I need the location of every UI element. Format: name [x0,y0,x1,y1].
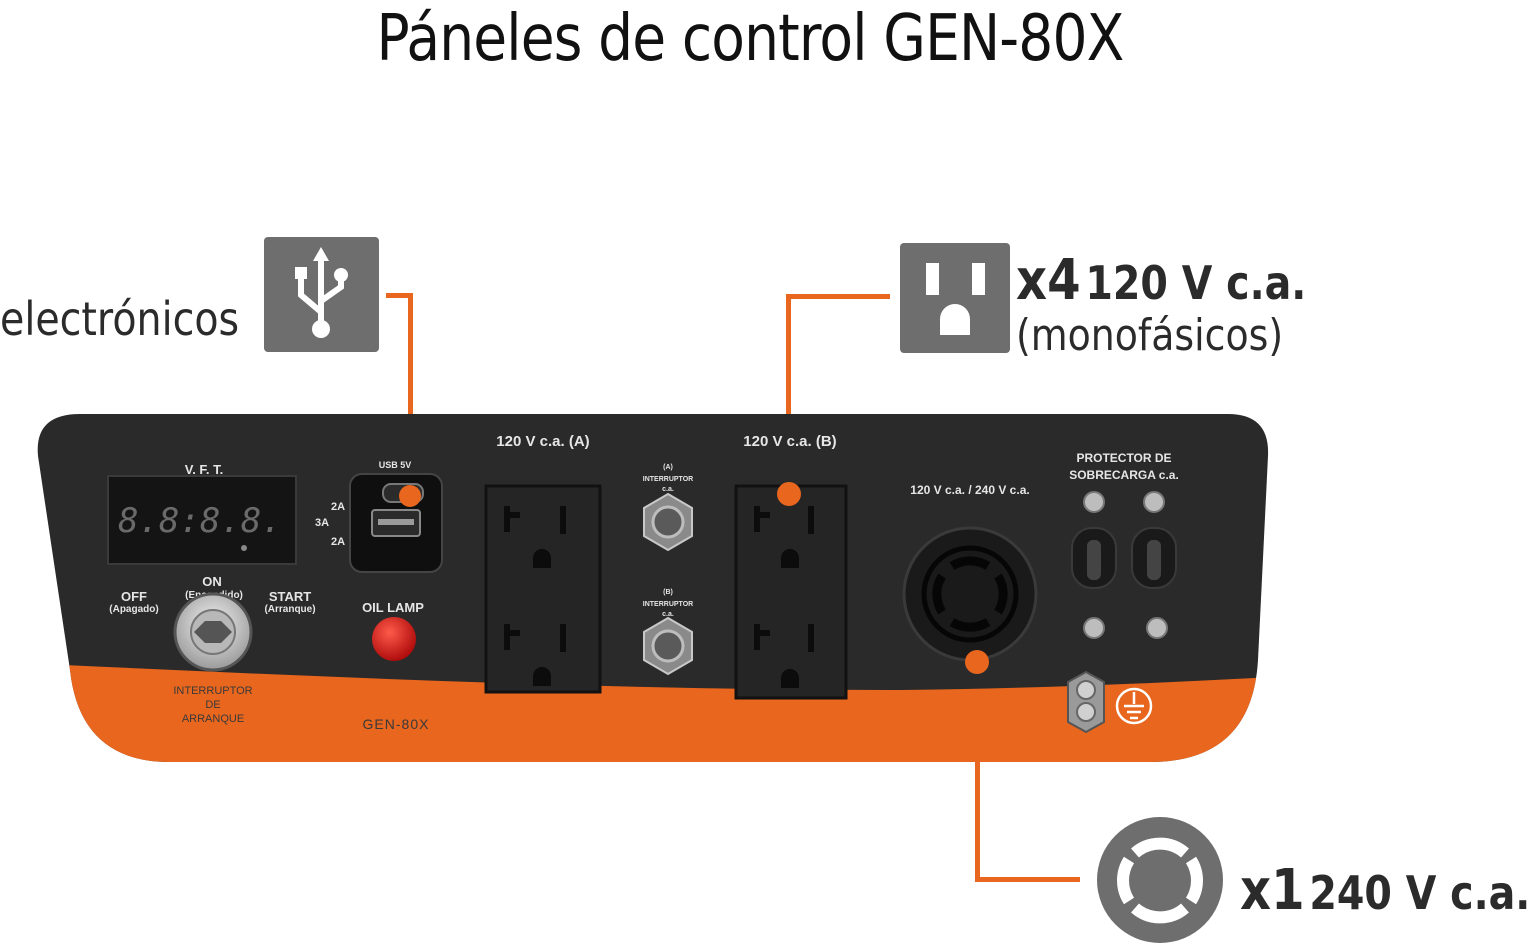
twistlock-connector-line [975,877,1080,882]
switch-off-label: OFF [121,589,147,604]
protector-screw [1083,491,1105,513]
page-title: Páneles de control GEN-80X [376,2,1125,76]
breaker-a-label-3: c.a. [662,486,674,493]
switch-off-sub: (Apagado) [109,604,158,615]
ground-terminal[interactable] [1067,670,1105,734]
usb-a-port-tongue [378,519,414,525]
ground-icon [1115,687,1153,725]
outlet-icon [900,243,1010,353]
outlet-a[interactable] [484,484,602,694]
protector-label-2: SOBRECARGA c.a. [1069,468,1179,482]
twistlock-count: x1 [1240,858,1305,923]
twistlock-panel-label: 120 V c.a. / 240 V c.a. [910,483,1029,497]
usb-port-2a-bottom: 2A [331,536,345,548]
twistlock-callout-dot [965,650,989,674]
oil-lamp-label: OIL LAMP [362,600,424,615]
protector-label-1: PROTECTOR DE [1076,451,1171,465]
vft-digits: 8.8:8.8. [118,501,282,541]
outlet-connector-line [786,294,791,494]
usb-port-3a: 3A [315,517,329,529]
usb-callout-text: electrónicos [0,292,240,346]
breaker-a-label-1: (A) [663,464,673,471]
outlet-b[interactable] [734,484,848,700]
usb-callout-dot [399,485,421,507]
control-panel: V. F. T. 8.8:8.8. USB 5V 2A 3A 2A ON (En… [37,414,1269,762]
twistlock-connector-line [975,660,980,882]
breaker-a-button[interactable] [643,492,693,552]
usb-icon [264,237,379,352]
breaker-b-label-2: INTERRUPTOR [643,601,693,608]
protector-screw [1083,617,1105,639]
usb-connector-line [408,293,413,493]
breaker-b-label-3: c.a. [662,611,674,618]
switch-label-1: INTERRUPTOR [173,685,252,697]
usb-port-2a-top: 2A [331,501,345,513]
model-label: GEN-80X [363,716,430,732]
outlet-callout: x4 120 V c.a. [1016,248,1306,313]
breaker-b-label-1: (B) [663,589,673,596]
switch-start-label: START [269,589,311,604]
switch-on-label: ON [202,574,222,589]
vft-display [107,475,297,565]
outlet-note: (monofásicos) [1016,310,1284,361]
breaker-a-label-2: INTERRUPTOR [643,476,693,483]
protector-toggle [1087,540,1101,580]
breaker-b-button[interactable] [643,616,693,676]
outlet-connector-line [786,294,890,299]
twistlock-receptacle[interactable] [902,526,1038,662]
twistlock-spec: 240 V c.a. [1309,866,1530,920]
twistlock-icon [1095,815,1225,945]
vft-indicator [241,545,247,551]
ignition-key-icon [194,621,232,643]
switch-label-2: DE [205,699,220,711]
switch-label-3: ARRANQUE [182,713,244,725]
usb-port-label: USB 5V [379,460,412,470]
outlet-b-label: 120 V c.a. (B) [743,433,836,450]
twistlock-callout: x1 240 V c.a. [1240,858,1530,923]
usb-connector-line [386,293,413,298]
outlet-count: x4 [1016,248,1081,313]
vft-label: V. F. T. [185,462,224,477]
switch-start-sub: (Arranque) [264,604,315,615]
protector-toggle [1147,540,1161,580]
outlet-spec: 120 V c.a. [1085,256,1307,310]
outlet-a-label: 120 V c.a. (A) [496,433,589,450]
protector-screw [1146,617,1168,639]
outlet-b-callout-dot [777,482,801,506]
protector-screw [1143,491,1165,513]
oil-lamp-indicator [372,617,416,661]
